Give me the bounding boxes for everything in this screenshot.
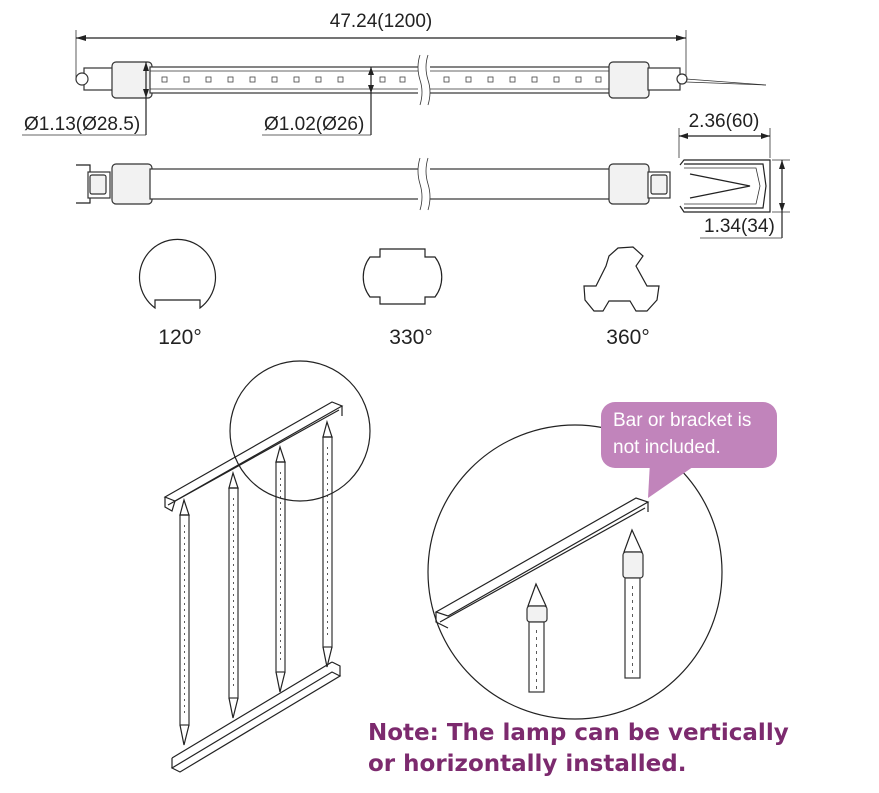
led-chips bbox=[161, 76, 602, 83]
bracket-height-dimension: 1.34(34) bbox=[704, 216, 775, 237]
not-included-callout: Bar or bracket is not included. bbox=[601, 402, 777, 468]
bracket-width-dimension: 2.36(60) bbox=[689, 111, 760, 132]
callout-line-2: not included. bbox=[613, 437, 721, 458]
length-dimension: 47.24(1200) bbox=[330, 11, 432, 32]
profile-360-icon bbox=[583, 246, 660, 312]
tube-side-view: 2.36(60) 1.34(34) bbox=[76, 111, 790, 239]
installed-lamps bbox=[179, 419, 333, 746]
detail-callout-circle bbox=[229, 360, 371, 502]
callout-tail bbox=[648, 462, 700, 498]
beam-angle-profiles: 120° 330° 360° bbox=[138, 238, 660, 349]
callout-line-1: Bar or bracket is bbox=[613, 410, 752, 431]
installation-note: Note: The lamp can be vertically or hori… bbox=[368, 718, 868, 780]
installation-illustration bbox=[163, 360, 723, 773]
angle-label-120: 120° bbox=[158, 326, 201, 349]
detail-magnified-view bbox=[427, 424, 723, 720]
profile-120-icon bbox=[138, 238, 217, 310]
inner-diameter-dimension: Ø1.02(Ø26) bbox=[264, 114, 364, 135]
tube-top-view: 47.24(1200) bbox=[22, 11, 767, 136]
note-line-2: or horizontally installed. bbox=[368, 751, 687, 777]
profile-330-icon bbox=[362, 248, 443, 305]
angle-label-330: 330° bbox=[389, 326, 432, 349]
outer-diameter-dimension: Ø1.13(Ø28.5) bbox=[24, 114, 140, 135]
angle-label-360: 360° bbox=[606, 326, 649, 349]
note-line-1: Note: The lamp can be vertically bbox=[368, 720, 789, 746]
